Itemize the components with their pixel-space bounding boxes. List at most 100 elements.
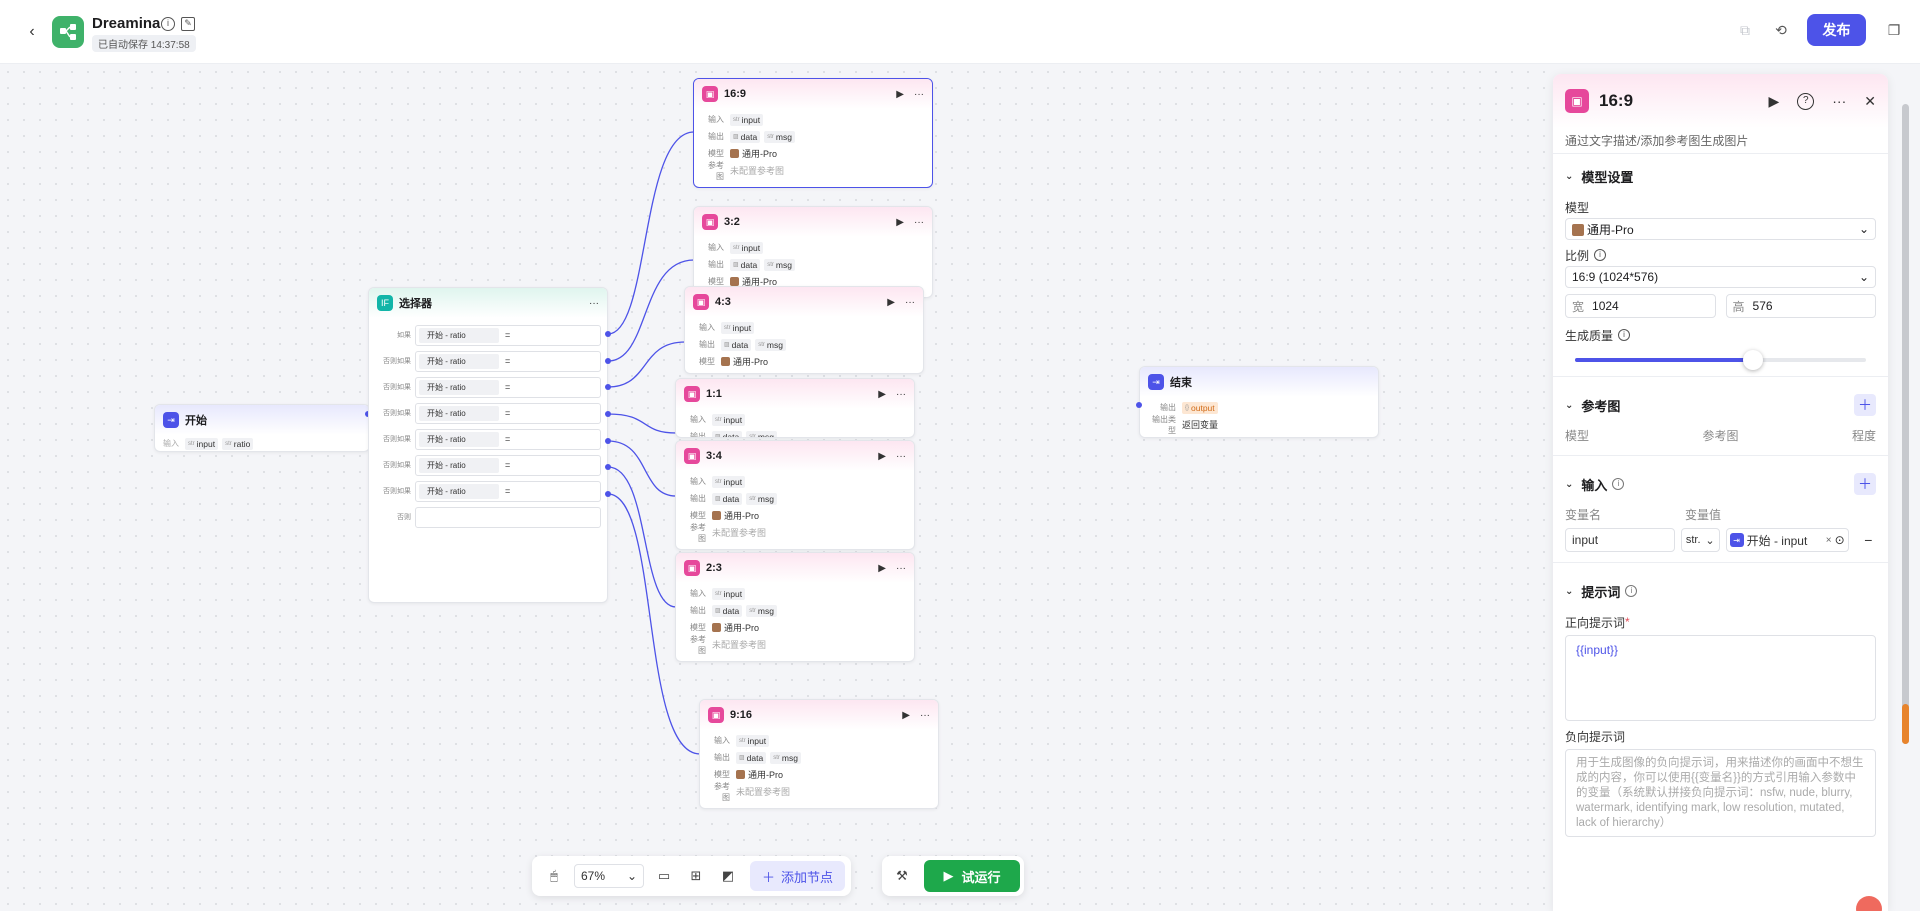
more-icon[interactable]: ··· — [896, 388, 906, 400]
play-icon[interactable]: ▶ — [902, 709, 910, 721]
branch-port[interactable] — [605, 438, 611, 444]
back-arrow-icon[interactable]: ‹ — [29, 23, 35, 40]
ratio-select[interactable]: 16:9 (1024*576)⌄ — [1565, 266, 1876, 288]
assistant-float-button[interactable] — [1856, 896, 1882, 911]
slider-handle[interactable] — [1742, 350, 1763, 370]
more-icon[interactable]: ··· — [896, 450, 906, 462]
app-logo — [52, 16, 84, 48]
history-icon[interactable]: ⟲ — [1775, 21, 1787, 38]
target-icon[interactable]: ⊙ — [1834, 533, 1845, 547]
debug-icon[interactable]: ⚒ — [896, 868, 908, 883]
end-icon: ⇥ — [1148, 374, 1164, 390]
input-type-select[interactable]: str.⌄ — [1680, 528, 1720, 552]
top-header: ‹ Dreamina i ✎ 已自动保存 14:37:58 ⧉ ⟲ 发布 ❐ — [0, 0, 1920, 64]
end-node[interactable]: ⇥ 结束 输出{}output 输出类型返回变量 — [1139, 366, 1379, 438]
branch-port[interactable] — [605, 411, 611, 417]
close-icon[interactable]: ✕ — [1864, 92, 1876, 109]
model-settings-section[interactable]: ⌄模型设置 — [1565, 169, 1634, 185]
autosave-status: 已自动保存 14:37:58 — [92, 35, 196, 52]
remove-input-button[interactable]: − — [1864, 532, 1873, 548]
edges-layer — [368, 131, 701, 755]
run-toolbar: ⚒ ▶试运行 — [882, 856, 1024, 896]
comment-icon[interactable]: ▭ — [657, 868, 671, 883]
image-icon: ▣ — [702, 214, 718, 230]
play-icon[interactable]: ▶ — [896, 88, 904, 100]
bottom-toolbar: 🖱 67%⌄ ▭ ⊞ ◩ ＋添加节点 — [532, 856, 852, 896]
image-icon: ▣ — [693, 294, 709, 310]
quality-slider[interactable] — [1575, 350, 1866, 370]
zoom-select[interactable]: 67%⌄ — [574, 864, 644, 888]
branch-port[interactable] — [605, 331, 611, 337]
info-icon[interactable]: i — [161, 17, 175, 31]
more-icon[interactable]: ··· — [896, 562, 906, 574]
add-input-button[interactable]: ＋ — [1854, 473, 1876, 495]
info-icon: i — [1594, 249, 1607, 261]
more-icon[interactable]: ··· — [920, 709, 930, 721]
clear-icon[interactable]: × — [1825, 534, 1832, 546]
more-icon[interactable]: ··· — [1832, 93, 1847, 109]
start-icon: ⇥ — [163, 412, 179, 428]
panel-scrollbar[interactable] — [1902, 74, 1910, 911]
help-icon[interactable]: ? — [1797, 92, 1815, 110]
selector-node[interactable]: IF 选择器 ··· 如果开始 - ratio= 否则如果开始 - ratio=… — [368, 287, 608, 603]
branch-port[interactable] — [605, 491, 611, 497]
panel-title: 16:9 — [1599, 91, 1634, 110]
positive-prompt-input[interactable]: {{input}} — [1565, 635, 1876, 721]
input-name-field[interactable]: input — [1565, 528, 1675, 552]
mouse-mode-icon[interactable]: 🖱 — [550, 868, 558, 883]
info-icon: i — [1618, 329, 1631, 341]
more-icon[interactable]: ··· — [589, 297, 599, 309]
play-icon[interactable]: ▶ — [878, 388, 886, 400]
image-icon: ▣ — [1565, 89, 1589, 113]
negative-prompt-input[interactable]: 用于生成图像的负向提示词，用来描述你的画面中不想生成的内容，你可以使用{{变量名… — [1565, 749, 1876, 837]
more-icon[interactable]: ··· — [914, 216, 924, 228]
panel-description: 通过文字描述/添加参考图生成图片 — [1553, 128, 1888, 154]
add-node-button[interactable]: ＋添加节点 — [750, 861, 846, 891]
image-icon: ▣ — [684, 386, 700, 402]
node-config-panel: ▣ 16:9 ▶ ? ··· ✕ 通过文字描述/添加参考图生成图片 ⌄模型设置 … — [1553, 74, 1888, 911]
branch-port[interactable] — [605, 464, 611, 470]
copy-icon[interactable]: ⧉ — [1740, 21, 1750, 38]
branch-port[interactable] — [605, 384, 611, 390]
input-ref-field[interactable]: ⇥开始 - input×⊙ — [1725, 528, 1849, 552]
branch-port[interactable] — [605, 358, 611, 364]
if-icon: IF — [377, 295, 393, 311]
app-title: Dreamina — [92, 15, 161, 32]
play-icon[interactable]: ▶ — [878, 450, 886, 462]
more-icon[interactable]: ··· — [905, 296, 915, 308]
play-icon[interactable]: ▶ — [887, 296, 895, 308]
play-icon[interactable]: ▶ — [896, 216, 904, 228]
play-icon[interactable]: ▶ — [1768, 92, 1780, 109]
publish-button[interactable]: 发布 — [1807, 14, 1866, 46]
model-select[interactable]: 通用-Pro⌄ — [1565, 218, 1876, 240]
image-icon: ▣ — [684, 448, 700, 464]
test-run-button[interactable]: ▶试运行 — [924, 860, 1020, 892]
layout-icon[interactable]: ⊞ — [690, 868, 702, 883]
edit-icon[interactable]: ✎ — [181, 17, 195, 31]
image-icon: ▣ — [684, 560, 700, 576]
add-reference-button[interactable]: ＋ — [1854, 394, 1876, 416]
duplicate-icon[interactable]: ❐ — [1887, 21, 1901, 38]
play-icon[interactable]: ▶ — [878, 562, 886, 574]
reference-section[interactable]: ⌄参考图＋ — [1553, 383, 1888, 427]
more-icon[interactable]: ··· — [914, 88, 924, 100]
image-icon: ▣ — [708, 707, 724, 723]
minimap-icon[interactable]: ◩ — [721, 868, 735, 883]
image-icon: ▣ — [702, 86, 718, 102]
end-input-port[interactable] — [1136, 402, 1142, 408]
